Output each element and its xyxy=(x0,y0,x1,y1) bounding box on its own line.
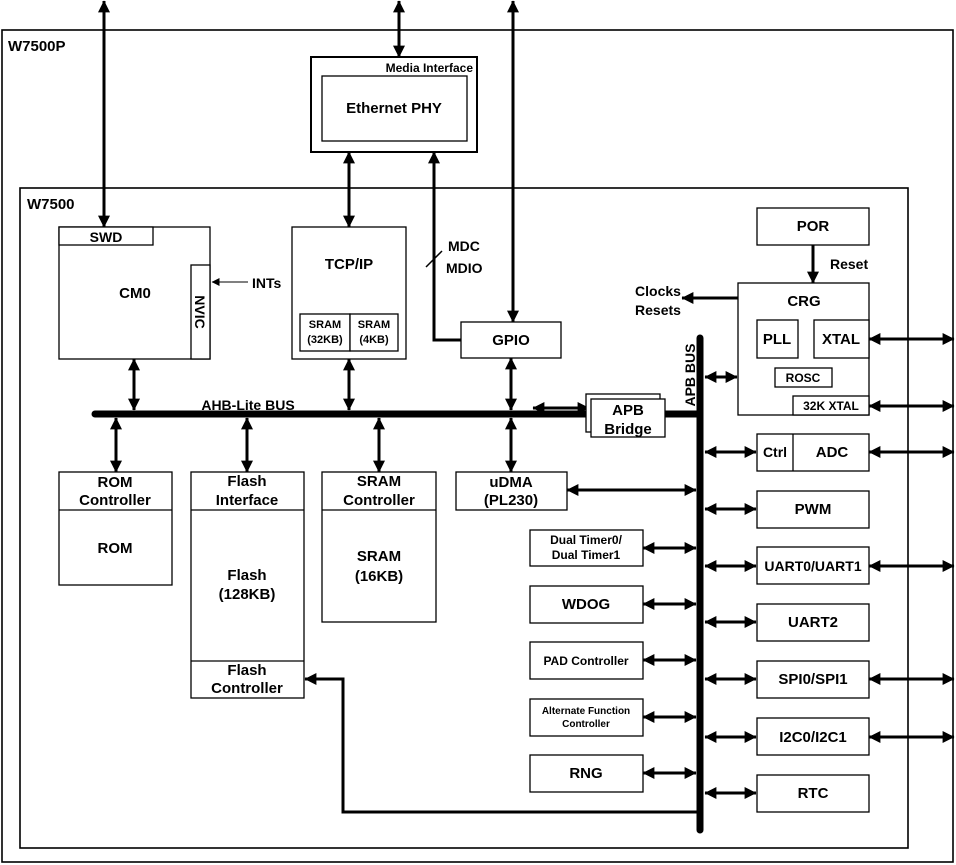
mdc-label: MDC xyxy=(448,238,480,254)
alt-function-line1: Alternate Function xyxy=(542,706,630,717)
adc-label: ADC xyxy=(816,444,849,461)
spi0-spi1-box xyxy=(756,660,870,699)
swd-box xyxy=(58,226,154,246)
nvic-box xyxy=(190,264,211,360)
flash-controller-line2: Controller xyxy=(211,680,283,697)
resets-label: Resets xyxy=(635,302,681,318)
rosc-label: ROSC xyxy=(786,371,821,385)
apb-bridge-box xyxy=(590,398,666,438)
wdog-label: WDOG xyxy=(562,596,610,613)
uart0-uart1-label: UART0/UART1 xyxy=(764,558,861,574)
xtal-label: XTAL xyxy=(822,331,860,348)
rom-block xyxy=(58,471,173,586)
dual-timer-line1: Dual Timer0/ xyxy=(550,533,622,547)
gpio-label: GPIO xyxy=(492,332,530,349)
sram-controller-line1: SRAM xyxy=(357,473,401,490)
udma-line1: uDMA xyxy=(489,474,532,491)
pwm-box xyxy=(756,490,870,529)
pwm-label: PWM xyxy=(795,501,832,518)
pll-label: PLL xyxy=(763,331,791,348)
swd-label: SWD xyxy=(90,229,123,245)
rom-label: ROM xyxy=(98,540,133,557)
tcpip-sram-4kb-line2: (4KB) xyxy=(359,334,389,346)
apb-bus-label: APB BUS xyxy=(682,343,698,406)
rng-box xyxy=(529,754,644,793)
rtc-label: RTC xyxy=(798,785,829,802)
pad-controller-box xyxy=(529,641,644,680)
adc-ctrl-label: Ctrl xyxy=(763,444,787,460)
wdog-box xyxy=(529,585,644,624)
flash-memory-line1: Flash xyxy=(227,567,266,584)
alt-function-box xyxy=(529,698,644,737)
adc-box xyxy=(756,433,870,472)
w7500-boundary xyxy=(19,187,909,849)
sram-memory-line2: (16KB) xyxy=(355,568,403,585)
flash-interface-line1: Flash xyxy=(227,473,266,490)
crg-label: CRG xyxy=(787,293,820,310)
rtc-box xyxy=(756,774,870,813)
nvic-label: NVIC xyxy=(192,295,208,328)
sram-controller-line2: Controller xyxy=(343,492,415,509)
ahb-lite-bus-label: AHB-Lite BUS xyxy=(201,397,294,413)
clocks-label: Clocks xyxy=(635,283,681,299)
udma-line2: (PL230) xyxy=(484,492,538,509)
w7500-label: W7500 xyxy=(27,196,75,213)
w7500p-label: W7500P xyxy=(8,38,66,55)
cm0-label: CM0 xyxy=(119,285,151,302)
flash-controller-line1: Flash xyxy=(227,662,266,679)
arrow-apb-flash-controller xyxy=(304,673,697,814)
rng-label: RNG xyxy=(569,765,602,782)
dual-timer-box xyxy=(529,529,644,567)
sram-block xyxy=(321,471,437,623)
ethernet-phy-box xyxy=(321,75,468,142)
flash-memory-line2: (128KB) xyxy=(219,586,276,603)
pll-box xyxy=(756,319,799,359)
uart2-box xyxy=(756,603,870,642)
rom-controller-line1: ROM xyxy=(98,474,133,491)
dual-timer-line2: Dual Timer1 xyxy=(552,548,621,562)
media-interface-label: Media Interface xyxy=(386,61,474,75)
i2c0-i2c1-label: I2C0/I2C1 xyxy=(779,729,847,746)
spi0-spi1-label: SPI0/SPI1 xyxy=(778,671,847,688)
por-box xyxy=(756,207,870,246)
mdio-label: MDIO xyxy=(446,260,483,276)
rom-controller-line2: Controller xyxy=(79,492,151,509)
xtal32k-label: 32K XTAL xyxy=(803,399,859,413)
tcpip-label: TCP/IP xyxy=(325,256,373,273)
rosc-box xyxy=(774,367,833,388)
tcpip-sram-4kb-line1: SRAM xyxy=(358,319,390,331)
apb-bridge-line2: Bridge xyxy=(604,421,652,438)
arrow-mdc-mdio xyxy=(428,151,461,342)
tcpip-sram-4kb-box xyxy=(349,313,399,352)
mdc-mdio-slash xyxy=(425,250,443,268)
tcpip-sram-32kb-line2: (32KB) xyxy=(307,334,343,346)
uart2-label: UART2 xyxy=(788,614,838,631)
apb-bridge-line1: APB xyxy=(612,402,644,419)
por-label: POR xyxy=(797,218,830,235)
pad-controller-label: PAD Controller xyxy=(543,654,628,668)
ints-label: INTs xyxy=(252,275,282,291)
sram-memory-line1: SRAM xyxy=(357,548,401,565)
flash-interface-line2: Interface xyxy=(216,492,279,509)
tcpip-sram-32kb-line1: SRAM xyxy=(309,319,341,331)
cm0-box xyxy=(58,226,211,360)
ethernet-phy-label: Ethernet PHY xyxy=(346,100,442,117)
alt-function-line2: Controller xyxy=(562,719,610,730)
reset-label: Reset xyxy=(830,256,868,272)
